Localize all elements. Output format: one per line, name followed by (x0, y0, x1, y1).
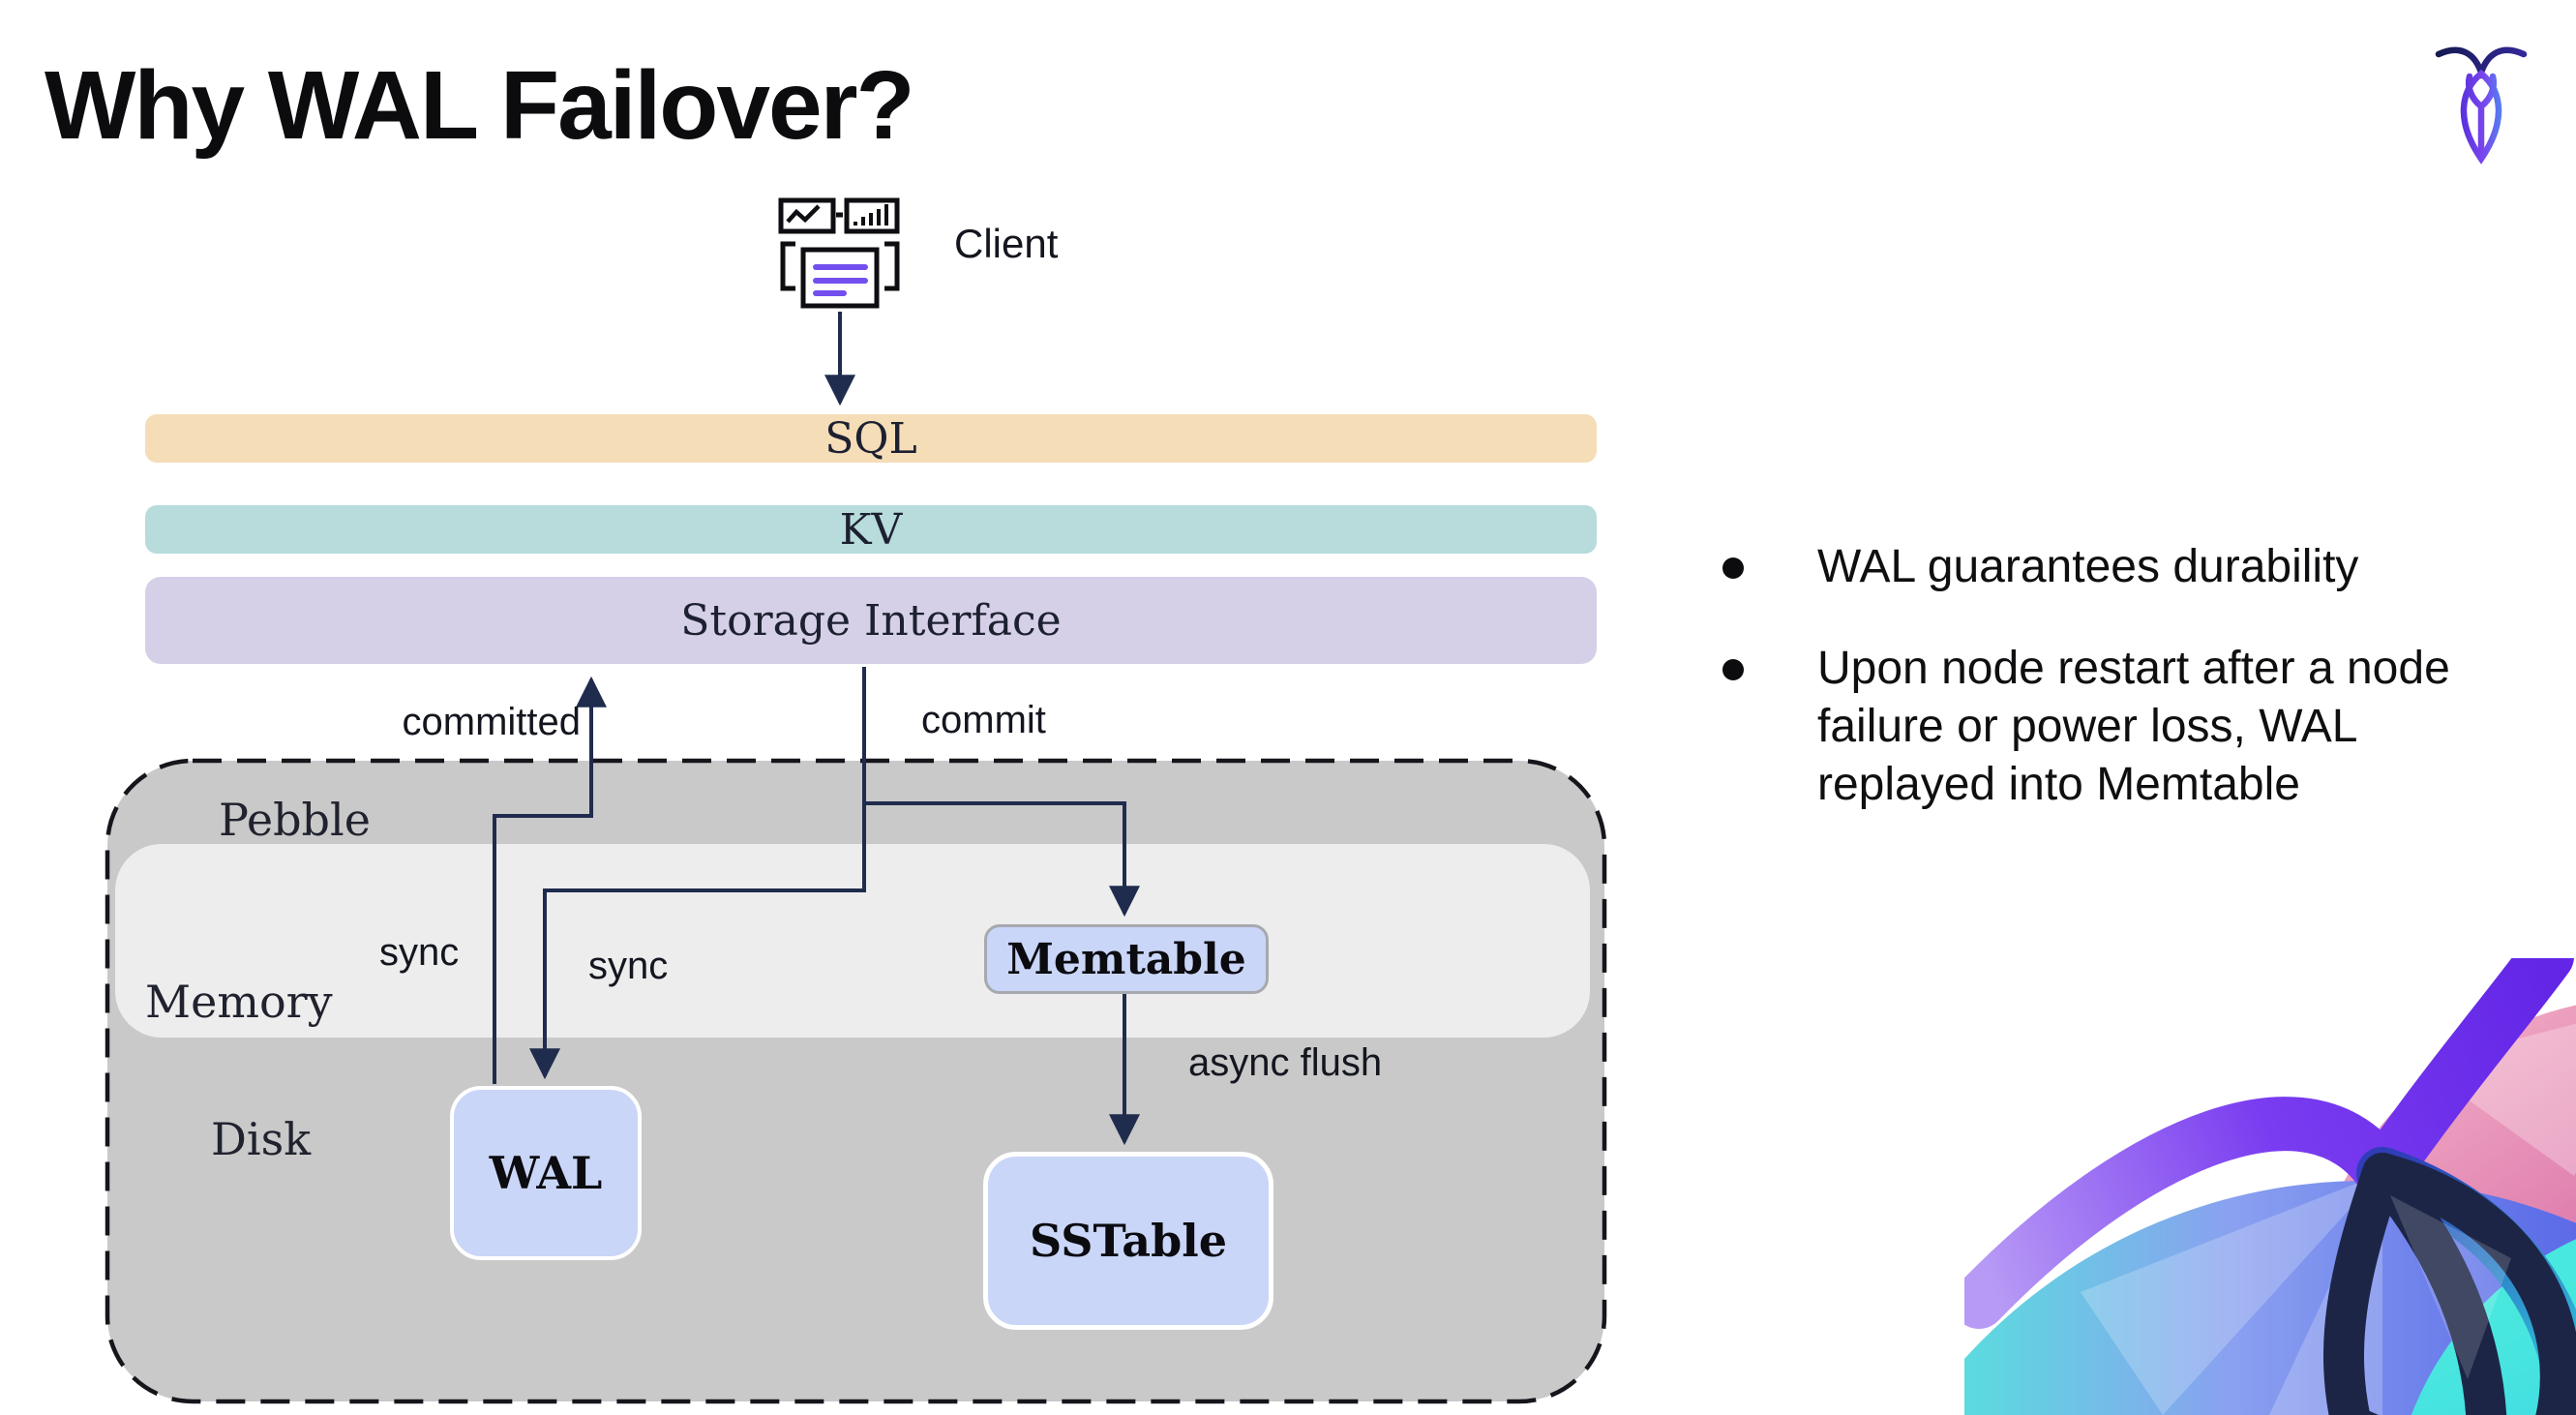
client-bracket-left (780, 241, 795, 291)
client-icon (778, 197, 900, 309)
sstable-node-label: SSTable (1030, 1215, 1227, 1267)
memtable-node: Memtable (984, 924, 1269, 994)
sync-right-edge-label: sync (588, 945, 669, 987)
async-flush-edge-label: async flush (1188, 1041, 1383, 1084)
client-barchart-bars (854, 204, 888, 226)
client-screen-lines (813, 264, 868, 296)
layer-bar-storage-label: Storage Interface (680, 595, 1062, 646)
cockroachdb-logo-icon (2435, 46, 2528, 165)
edge-committed (493, 676, 607, 1084)
bullet-text: Upon node restart after a node failure o… (1817, 643, 2450, 810)
bullet-marker (1722, 557, 1744, 579)
sstable-node: SSTable (983, 1152, 1273, 1330)
pebble-label: Pebble (219, 794, 371, 846)
client-bracket-right (884, 241, 900, 291)
client-label: Client (954, 221, 1059, 266)
list-item: WAL guarantees durability (1722, 538, 2535, 596)
client-chart-monitor (778, 197, 836, 234)
memtable-node-label: Memtable (1006, 934, 1246, 984)
sync-left-edge-label: sync (379, 931, 460, 974)
layer-bar-storage-interface: Storage Interface (145, 577, 1597, 664)
client-barchart-monitor (844, 197, 900, 234)
page-title: Why WAL Failover? (45, 51, 915, 160)
disk-label: Disk (211, 1113, 312, 1165)
wal-node: WAL (450, 1086, 642, 1260)
bullet-marker (1722, 659, 1744, 680)
layer-bar-kv: KV (145, 504, 1597, 555)
art-leaf-glyph (2322, 1153, 2576, 1415)
edge-sync (529, 667, 866, 1080)
committed-edge-label: committed (402, 701, 582, 743)
list-item: Upon node restart after a node failure o… (1722, 640, 2535, 814)
layer-bar-kv-label: KV (839, 504, 903, 555)
art-antenna-band (1964, 958, 2574, 1329)
commit-edge-label: commit (921, 699, 1046, 741)
brand-artwork (1964, 958, 2576, 1415)
client-linechart-glyph (786, 204, 821, 224)
bullet-list: WAL guarantees durability Upon node rest… (1722, 538, 2535, 858)
wal-node-label: WAL (489, 1147, 603, 1199)
layer-bar-sql-label: SQL (824, 413, 917, 464)
bullet-text: WAL guarantees durability (1817, 541, 2359, 592)
layer-bar-sql: SQL (145, 413, 1597, 464)
memory-label: Memory (145, 976, 333, 1028)
